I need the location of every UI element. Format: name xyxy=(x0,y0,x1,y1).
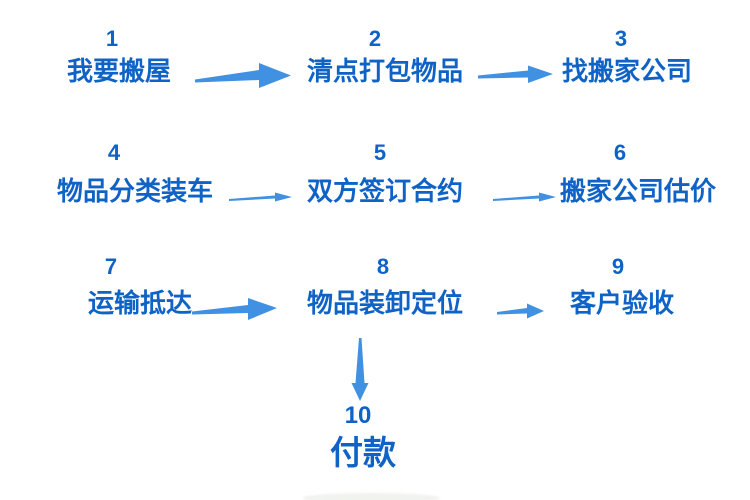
step-4-number: 4 xyxy=(107,140,121,165)
step-4-label: 物品分类装车 xyxy=(56,176,214,206)
arrow-step8-to-step10-icon xyxy=(351,338,369,401)
step-2-number: 2 xyxy=(368,26,382,51)
step-6-label: 搬家公司估价 xyxy=(559,176,717,206)
arrow-step4-to-step5-icon xyxy=(229,192,292,202)
step-5-number: 5 xyxy=(373,140,387,165)
arrow-step2-to-step3-icon xyxy=(478,65,553,83)
step-10-number: 10 xyxy=(344,402,372,429)
arrow-step1-to-step2-icon xyxy=(195,63,291,88)
step-9-label: 客户验收 xyxy=(569,288,675,318)
step-1-number: 1 xyxy=(105,26,119,51)
step-5-label: 双方签订合约 xyxy=(306,176,464,206)
step-3-label: 找搬家公司 xyxy=(561,56,693,86)
step-10-label: 付款 xyxy=(330,434,396,471)
step-3-number: 3 xyxy=(614,26,628,51)
arrow-step8-to-step9-icon xyxy=(497,303,544,319)
arrow-step7-to-step8-icon xyxy=(192,298,277,320)
step-2-label: 清点打包物品 xyxy=(306,56,464,86)
step-9-number: 9 xyxy=(611,254,625,279)
step-1-label: 我要搬屋 xyxy=(66,56,172,86)
step-7-label: 运输抵达 xyxy=(87,288,193,318)
step-7-number: 7 xyxy=(104,254,118,279)
step-8-number: 8 xyxy=(376,254,390,279)
bottom-cropped-artifact xyxy=(302,493,440,500)
arrow-step5-to-step6-icon xyxy=(493,192,556,202)
step-8-label: 物品装卸定位 xyxy=(306,288,464,318)
step-6-number: 6 xyxy=(613,140,627,165)
